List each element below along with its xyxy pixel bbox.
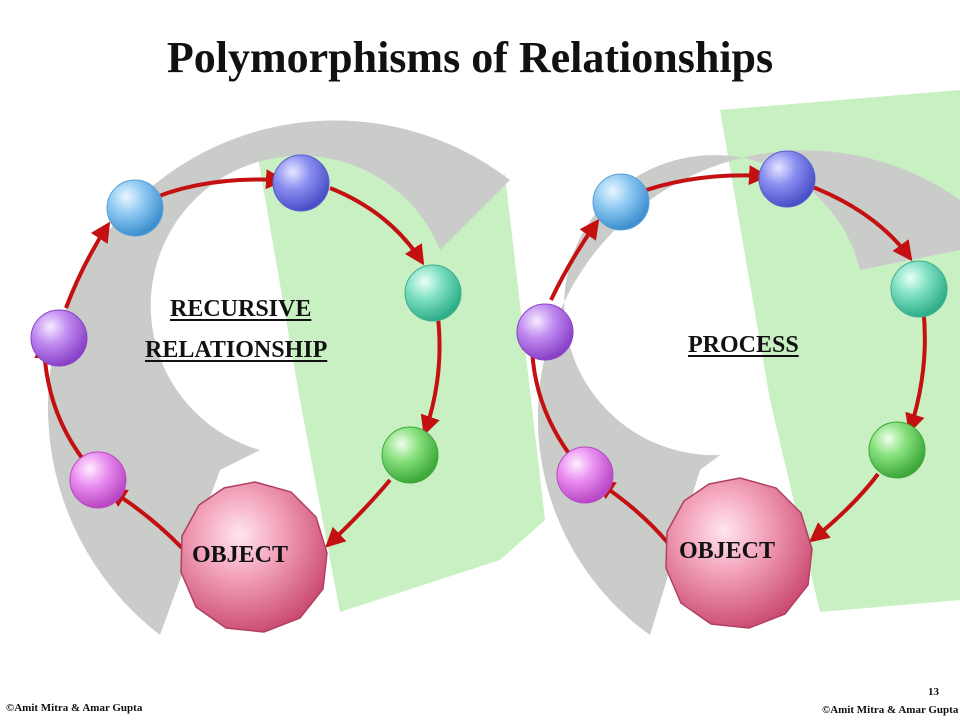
footer-credit-left: ©Amit Mitra & Amar Gupta bbox=[6, 702, 143, 714]
right-center-label: PROCESS bbox=[688, 332, 799, 358]
left-center-label-line2: RELATIONSHIP bbox=[145, 337, 328, 363]
left-node-teal bbox=[404, 264, 462, 322]
left-arrow-7 bbox=[64, 221, 111, 309]
left-node-sky bbox=[106, 179, 164, 237]
right-node-indigo bbox=[758, 150, 816, 208]
right-object-label: OBJECT bbox=[679, 538, 776, 564]
left-node-green bbox=[381, 426, 439, 484]
right-arrow-2 bbox=[804, 182, 913, 262]
page-number: 13 bbox=[928, 686, 939, 698]
left-node-indigo bbox=[272, 154, 330, 212]
page-title: Polymorphisms of Relationships bbox=[166, 33, 774, 82]
left-arrow-4 bbox=[325, 478, 392, 548]
left-ring-green-arm bbox=[255, 140, 545, 612]
right-ring-gray-arc bbox=[537, 150, 960, 635]
left-cycle-nodes bbox=[30, 154, 462, 633]
right-arrow-7 bbox=[549, 218, 600, 301]
right-ring-background bbox=[537, 90, 960, 635]
right-node-magenta bbox=[556, 446, 614, 504]
right-node-sky bbox=[592, 173, 650, 231]
right-node-violet bbox=[516, 303, 574, 361]
left-arrow-2 bbox=[329, 186, 425, 266]
right-node-teal bbox=[890, 260, 948, 318]
left-object-label: OBJECT bbox=[192, 542, 289, 568]
right-arrow-4 bbox=[808, 472, 880, 543]
right-object-node bbox=[665, 477, 813, 629]
left-ring-gray-arc bbox=[47, 120, 510, 636]
left-center-label-line1: RECURSIVE bbox=[170, 296, 312, 322]
footer-credit-right: ©Amit Mitra & Amar Gupta bbox=[822, 704, 959, 716]
right-node-green bbox=[868, 421, 926, 479]
left-object-node bbox=[180, 481, 328, 633]
right-cycle-nodes bbox=[516, 150, 948, 629]
left-node-violet bbox=[30, 309, 88, 367]
left-ring-background bbox=[47, 120, 545, 636]
left-node-magenta bbox=[69, 451, 127, 509]
